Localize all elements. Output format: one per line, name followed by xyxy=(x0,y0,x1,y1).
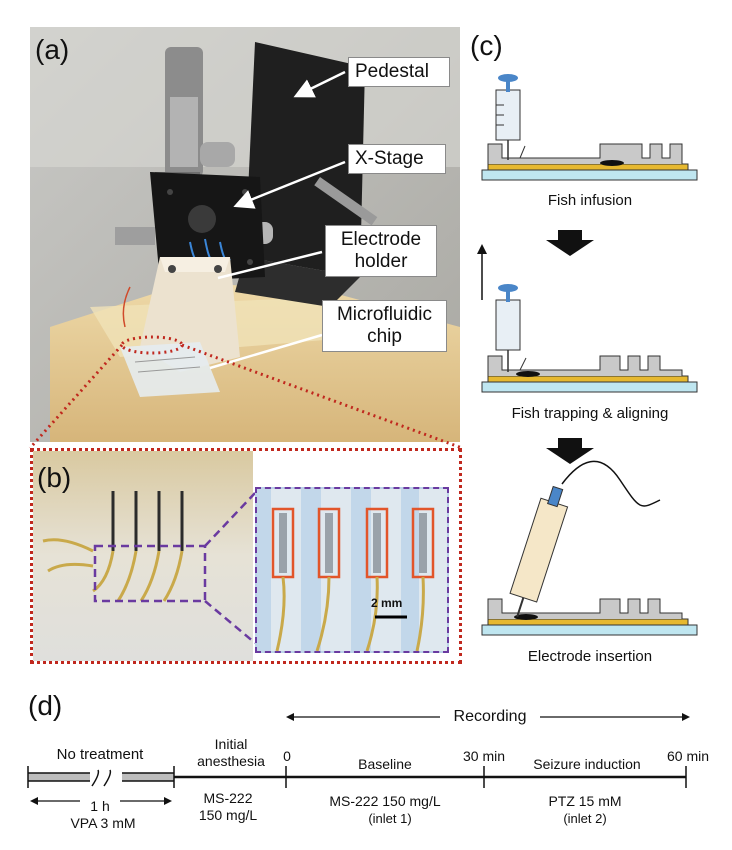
pedestal-arrow xyxy=(293,70,346,98)
initial-anesthesia-label: Initial anesthesia xyxy=(197,736,265,769)
duration-label: 1 h xyxy=(80,798,120,815)
timeline xyxy=(27,713,690,805)
baseline-label: Baseline xyxy=(358,756,412,772)
holder-arrow xyxy=(217,250,323,280)
step-trapping-drawing xyxy=(477,244,698,393)
zoom-guides xyxy=(28,335,463,450)
panel-label-d: (d) xyxy=(28,690,63,721)
chip-closeup xyxy=(33,451,256,661)
inlet1-label: (inlet 1) xyxy=(368,811,412,826)
step-infusion-drawing xyxy=(481,74,698,181)
step-fish-infusion: Fish infusion xyxy=(547,192,633,209)
baseline-detail-label: MS-222 150 mg/L xyxy=(329,793,441,809)
panel-label-b: (b) xyxy=(37,462,72,493)
t60-label: 60 min xyxy=(666,748,710,764)
callout-xstage: X-Stage xyxy=(348,144,446,174)
step-insertion-drawing xyxy=(481,460,698,636)
protocol-schematic xyxy=(477,74,698,636)
ptz-label: PTZ 15 mM xyxy=(548,793,622,809)
step-electrode-insertion: Electrode insertion xyxy=(527,648,653,665)
callout-electrode-holder: Electrode holder xyxy=(325,225,437,277)
ms222-initial-label: MS-222 150 mg/L xyxy=(198,790,258,823)
seizure-induction-label: Seizure induction xyxy=(533,756,641,772)
scale-bar-label: 2 mm xyxy=(371,596,403,610)
step-fish-trapping: Fish trapping & aligning xyxy=(511,405,669,422)
vpa-label: VPA 3 mM xyxy=(70,815,136,831)
electrode-inset-drawing xyxy=(257,489,447,651)
panel-label-c: (c) xyxy=(470,30,503,61)
t0-label: 0 xyxy=(283,748,291,764)
t30-label: 30 min xyxy=(462,748,506,764)
setup-photo-illustration xyxy=(30,27,460,442)
electrode-inset: 2 mm xyxy=(255,487,449,653)
panel-b-frame: 2 mm xyxy=(30,448,462,664)
callout-pedestal: Pedestal xyxy=(348,57,450,87)
photo-setup xyxy=(30,27,460,442)
panel-label-a: (a) xyxy=(35,34,70,65)
no-treatment-label: No treatment xyxy=(56,746,144,763)
xstage-arrow xyxy=(233,160,346,209)
callout-microfluidic-chip: Microfluidic chip xyxy=(322,300,447,352)
inlet2-label: (inlet 2) xyxy=(563,811,607,826)
recording-label: Recording xyxy=(440,708,540,725)
